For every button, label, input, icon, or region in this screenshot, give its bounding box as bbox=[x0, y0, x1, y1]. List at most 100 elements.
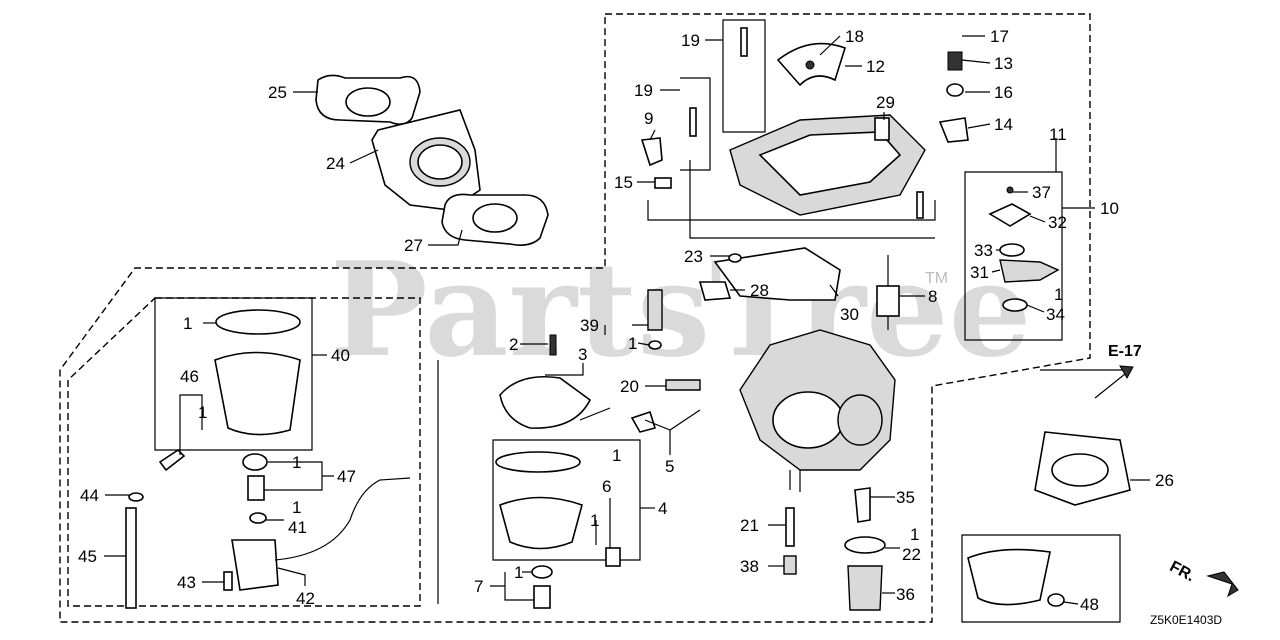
washer-41 bbox=[249, 512, 267, 524]
bracket-19-upper bbox=[722, 19, 766, 133]
spring-16 bbox=[946, 83, 964, 97]
part-28 bbox=[698, 281, 732, 301]
clip-44 bbox=[128, 492, 144, 502]
callout-34: 34 bbox=[1046, 305, 1065, 324]
callout-12: 12 bbox=[866, 57, 885, 76]
callout-42: 42 bbox=[296, 589, 315, 608]
watermark-text: PartsTree bbox=[330, 233, 1031, 386]
callout-40: 40 bbox=[331, 346, 350, 365]
callout-37: 37 bbox=[1032, 183, 1051, 202]
leader-lines bbox=[104, 35, 1150, 605]
nut-18 bbox=[805, 60, 815, 70]
callout-44: 44 bbox=[80, 486, 99, 505]
washer-7 bbox=[531, 565, 553, 579]
callout-31: 31 bbox=[970, 263, 989, 282]
callout-1-bolt47: 1 bbox=[292, 453, 301, 472]
bracket-11 bbox=[964, 171, 1063, 341]
callout-47: 47 bbox=[337, 467, 356, 486]
callout-33: 33 bbox=[974, 241, 993, 260]
seal-34 bbox=[1002, 298, 1028, 312]
drain-bolt-7 bbox=[533, 585, 551, 609]
choke-parts-group bbox=[988, 186, 1060, 312]
callout-11: 11 bbox=[1049, 125, 1067, 144]
screw-5 bbox=[630, 410, 657, 433]
screw-cover bbox=[916, 191, 924, 219]
solenoid-42 bbox=[231, 539, 279, 591]
plug-38 bbox=[783, 555, 797, 575]
chamber-40 bbox=[214, 351, 301, 436]
callout-5: 5 bbox=[665, 457, 674, 476]
callout-38: 38 bbox=[740, 557, 759, 576]
callout-1-drain: 1 bbox=[514, 563, 523, 582]
callout-16: 16 bbox=[994, 83, 1013, 102]
part-13 bbox=[947, 51, 963, 71]
gasket-27-hole bbox=[472, 203, 518, 233]
callout-14: 14 bbox=[994, 115, 1013, 134]
bolt-6 bbox=[605, 547, 621, 567]
oring-40 bbox=[215, 309, 301, 335]
callout-43: 43 bbox=[177, 573, 196, 592]
washer-15 bbox=[654, 177, 672, 189]
screw-19-lower bbox=[689, 107, 697, 137]
callout-26: 26 bbox=[1155, 471, 1174, 490]
callout-1-jet: 1 bbox=[628, 334, 637, 353]
gasket-spindle-group bbox=[698, 247, 900, 330]
body-bore-side bbox=[837, 394, 883, 446]
bracket-boxes bbox=[154, 19, 1121, 623]
callout-39: 39 bbox=[580, 316, 599, 335]
bracket-4 bbox=[492, 439, 641, 561]
assembly-outlines bbox=[59, 13, 1091, 623]
float-3 bbox=[499, 375, 592, 429]
callout-46: 46 bbox=[180, 367, 199, 386]
callout-21: 21 bbox=[740, 516, 759, 535]
part-29 bbox=[874, 117, 890, 141]
washer-47 bbox=[242, 453, 268, 471]
oring-4 bbox=[495, 451, 581, 473]
direction-arrow-icon bbox=[1206, 571, 1239, 598]
bolt-47 bbox=[247, 475, 265, 501]
callout-48: 48 bbox=[1080, 595, 1099, 614]
bracket-15-to-screw bbox=[647, 200, 936, 221]
carburetor-body-group bbox=[739, 329, 1131, 506]
arrow-e17-line bbox=[1094, 369, 1131, 399]
callout-19-upper: 19 bbox=[681, 31, 700, 50]
bracket-14 bbox=[938, 117, 969, 143]
callout-13: 13 bbox=[994, 54, 1013, 73]
callout-20: 20 bbox=[620, 377, 639, 396]
plate-8 bbox=[876, 285, 900, 317]
cover-recess bbox=[758, 131, 902, 196]
body-bore bbox=[772, 391, 844, 449]
lever-31 bbox=[999, 259, 1060, 283]
callout-18: 18 bbox=[845, 27, 864, 46]
callout-29: 29 bbox=[876, 93, 895, 112]
washer-48 bbox=[1047, 593, 1065, 607]
bracket-cover-screws bbox=[689, 160, 935, 239]
callout-28: 28 bbox=[750, 281, 769, 300]
callout-19-lower: 19 bbox=[634, 81, 653, 100]
tube-45 bbox=[125, 507, 137, 609]
bracket-40 bbox=[154, 297, 313, 451]
reference-label: E-17 bbox=[1108, 343, 1142, 360]
callout-1-oring: 1 bbox=[910, 525, 919, 544]
solenoid-36 bbox=[847, 565, 883, 611]
top-cover-group bbox=[640, 27, 969, 219]
callout-27: 27 bbox=[404, 236, 423, 255]
gasket-30 bbox=[713, 247, 841, 301]
callout-17: 17 bbox=[990, 27, 1009, 46]
plate-32 bbox=[988, 203, 1032, 227]
callout-1-washer: 1 bbox=[292, 498, 301, 517]
screw-43 bbox=[223, 571, 233, 591]
callout-36: 36 bbox=[896, 585, 915, 604]
callout-1-choke: 1 bbox=[1054, 285, 1063, 304]
callout-15: 15 bbox=[614, 173, 633, 192]
callout-24: 24 bbox=[326, 154, 345, 173]
oring-22 bbox=[844, 536, 886, 554]
lever-9 bbox=[640, 137, 663, 167]
bracket-48 bbox=[961, 534, 1121, 623]
callout-25: 25 bbox=[268, 83, 287, 102]
callout-1-bolt: 1 bbox=[590, 511, 599, 530]
callout-6: 6 bbox=[602, 477, 611, 496]
gasket-26-hole bbox=[1051, 453, 1109, 487]
callout-8: 8 bbox=[928, 287, 937, 306]
wire-42 bbox=[274, 477, 411, 561]
